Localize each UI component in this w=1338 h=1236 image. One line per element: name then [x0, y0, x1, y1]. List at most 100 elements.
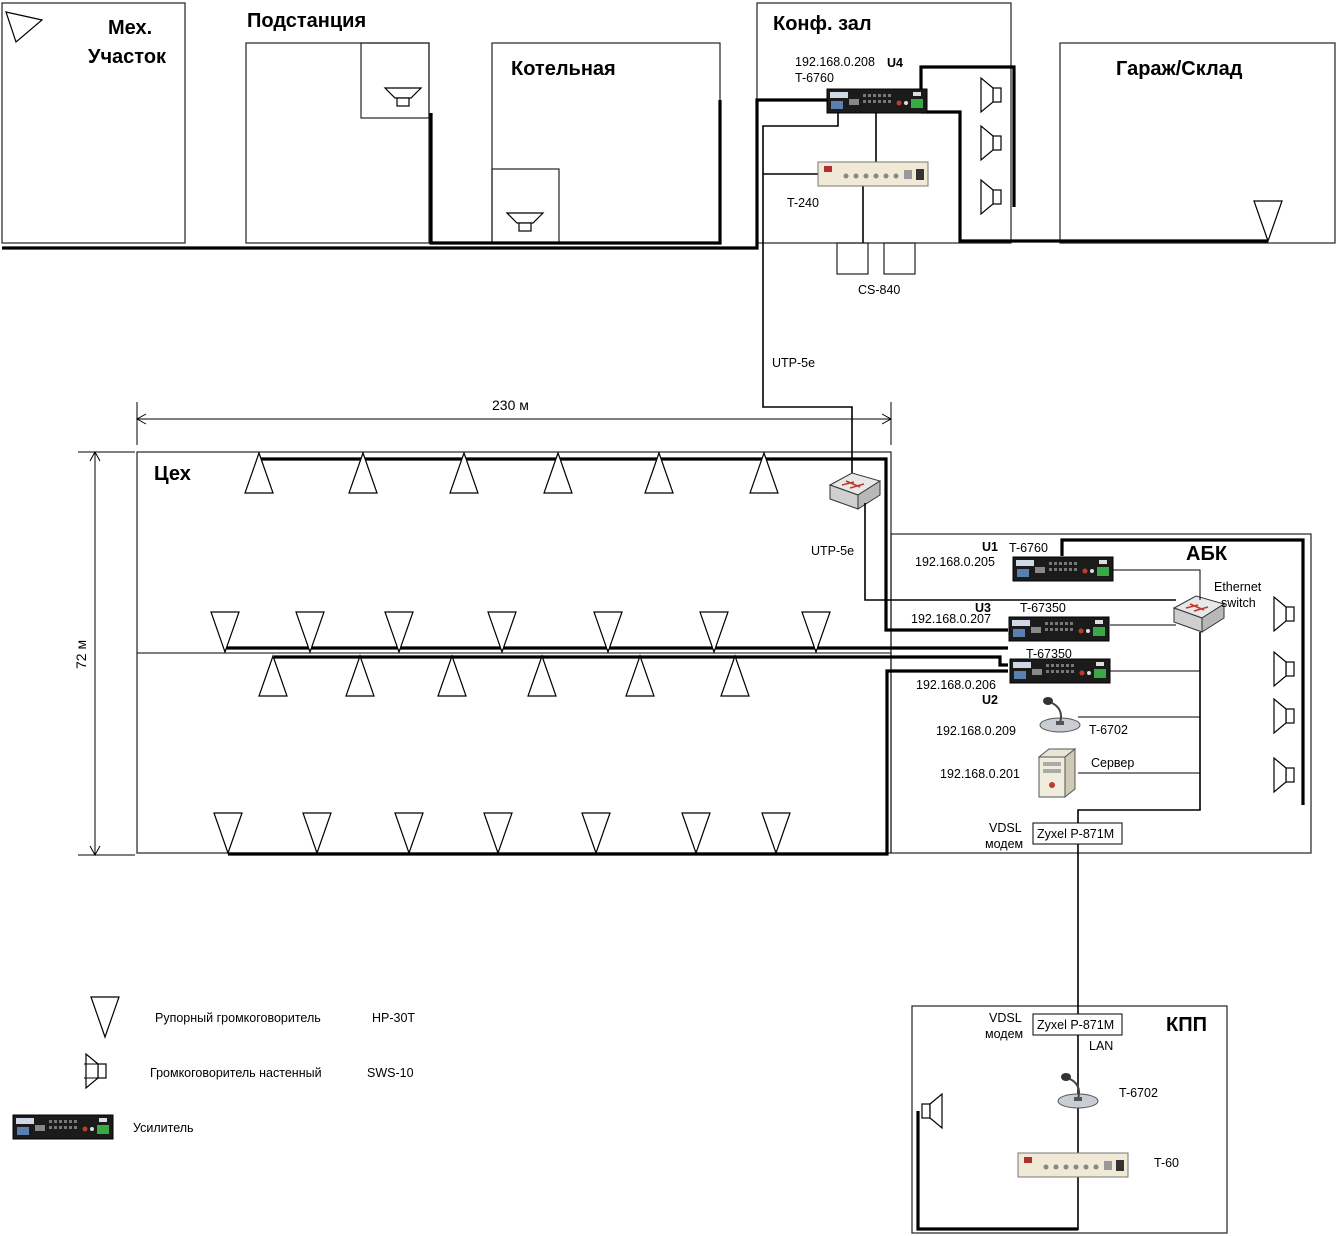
dimension-width [135, 402, 893, 445]
mic-model: T-6702 [1089, 723, 1128, 737]
horn-speaker-icon [5, 11, 44, 44]
height-label: 72 м [73, 640, 89, 669]
shop-line-3 [274, 655, 1008, 667]
horn-speaker-icon [681, 812, 711, 854]
kpp-amp-t60-icon [1017, 1152, 1129, 1178]
u2-ip: 192.168.0.206 [916, 678, 996, 692]
abk-net-u1 [1113, 569, 1201, 600]
horn-speaker-icon [210, 611, 240, 653]
box-speaker-icon [506, 212, 544, 232]
amplifier-u3-icon [1008, 616, 1110, 642]
horn-speaker-icon [720, 655, 750, 697]
kpp-vdsl-2: модем [985, 1027, 1023, 1041]
conf-title: Конф. зал [773, 13, 872, 35]
u3-model: T-67350 [1020, 601, 1066, 615]
u4-tag: U4 [887, 56, 903, 70]
room-abk [890, 533, 1312, 854]
substation-title: Подстанция [247, 10, 366, 32]
horn-speaker-icon [581, 812, 611, 854]
horn-speaker-icon [527, 655, 557, 697]
substation-feed [429, 100, 722, 245]
amplifier-u1-icon [1012, 556, 1114, 582]
legend-amp-icon [12, 1114, 114, 1140]
cs840-label: CS-840 [858, 283, 900, 297]
substation-closet [360, 42, 430, 119]
kpp-speaker-line [916, 1111, 1078, 1231]
utp-shop-line [864, 503, 1176, 601]
amplifier-u4-icon [826, 88, 928, 114]
horn-speaker-icon [761, 812, 791, 854]
kpp-amp-model: T-60 [1154, 1156, 1179, 1170]
horn-speaker-icon [345, 655, 375, 697]
server-label: Сервер [1091, 756, 1134, 770]
wall-speaker-icon [1273, 651, 1295, 687]
abk-title: АБК [1186, 543, 1228, 565]
room-substation [245, 42, 430, 244]
u4-model: T-6760 [795, 71, 834, 85]
u1-ip: 192.168.0.205 [915, 555, 995, 569]
top-speaker-line [2, 98, 828, 250]
switch-label-1: Ethernet [1214, 580, 1262, 594]
shop-title: Цех [154, 463, 191, 485]
switch-label-2: switch [1221, 596, 1256, 610]
garage-feed [919, 65, 1016, 207]
horn-speaker-icon [384, 611, 414, 653]
t240-label: T-240 [787, 196, 819, 210]
u2-model: T-67350 [1026, 647, 1072, 661]
width-label: 230 м [492, 397, 529, 413]
horn-speaker-icon [295, 611, 325, 653]
horn-speaker-icon [394, 812, 424, 854]
horn-speaker-icon [302, 812, 332, 854]
legend-wall-desc: Громкоговоритель настенный [150, 1066, 322, 1080]
room-kpp [911, 1005, 1228, 1234]
wall-speaker-icon [980, 125, 1002, 161]
utp-shop-label: UTP-5e [811, 544, 854, 558]
shop-line-top [259, 457, 1008, 632]
horn-speaker-icon [801, 611, 831, 653]
u3-ip: 192.168.0.207 [911, 612, 991, 626]
cs840-box-1 [836, 242, 869, 275]
kpp-wall-speaker-icon [921, 1093, 943, 1129]
shop-switch-icon [829, 472, 881, 510]
legend-wall-model: SWS-10 [367, 1066, 414, 1080]
shop-line-bottom [228, 669, 1008, 856]
horn-speaker-icon [699, 611, 729, 653]
abk-switch-icon [1173, 595, 1225, 633]
legend-wall-icon [84, 1053, 107, 1089]
abk-vdsl-2: модем [985, 837, 1023, 851]
wall-speaker-icon [1273, 698, 1295, 734]
mixer-t240-icon [817, 161, 929, 187]
boiler-title: Котельная [511, 58, 616, 80]
abk-wall-feed [1060, 538, 1305, 805]
mic-t6702-icon [1039, 696, 1081, 733]
mech-title-1: Мех. [108, 17, 152, 39]
u3-tag: U3 [975, 601, 991, 615]
abk-vdsl-1: VDSL [989, 821, 1022, 835]
mech-title-2: Участок [88, 46, 167, 68]
utp-main-label: UTP-5e [772, 356, 815, 370]
mic-ip: 192.168.0.209 [936, 724, 1016, 738]
wall-speaker-icon [980, 179, 1002, 215]
abk-wall-speakers [1273, 596, 1295, 793]
conf-wall-speakers [980, 77, 1002, 215]
wall-speaker-icon [1273, 596, 1295, 632]
horn-speaker-icon [1253, 200, 1283, 242]
wall-speaker-icon [1273, 757, 1295, 793]
legend-amp-desc: Усилитель [133, 1121, 194, 1135]
kpp-mic-model: T-6702 [1119, 1086, 1158, 1100]
amplifier-u2-icon [1009, 658, 1111, 684]
garage-feed-2 [921, 110, 1268, 243]
abk-modem-label: Zyxel P-871M [1037, 827, 1114, 841]
dimension-height [78, 450, 135, 857]
garage-title: Гараж/Склад [1116, 58, 1243, 80]
horn-speaker-icon [593, 611, 623, 653]
u1-model: T-6760 [1009, 541, 1048, 555]
horn-speaker-icon [213, 812, 243, 854]
server-ip: 192.168.0.201 [940, 767, 1020, 781]
boiler-closet [491, 168, 560, 244]
kpp-vdsl-1: VDSL [989, 1011, 1022, 1025]
room-garage [1059, 42, 1336, 244]
box-speaker-icon [384, 87, 422, 107]
horn-speaker-icon [483, 812, 513, 854]
